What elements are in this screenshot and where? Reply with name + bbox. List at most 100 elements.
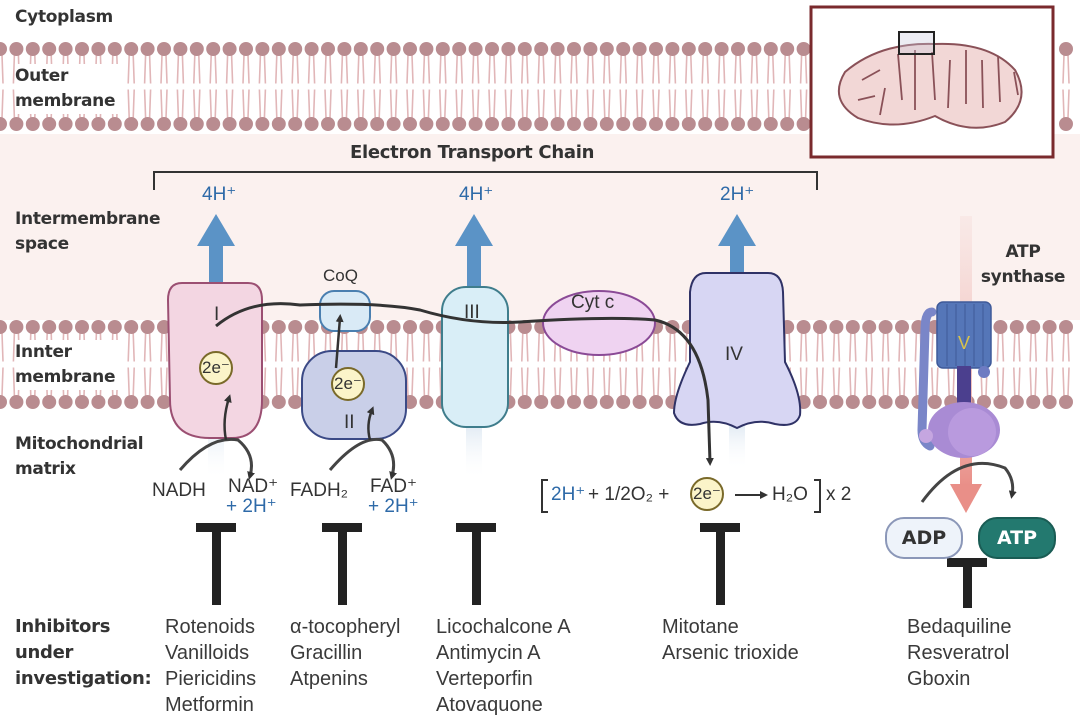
- inhibitor-item: Gboxin: [907, 668, 971, 690]
- lipid-head: [895, 395, 909, 409]
- lipid-head: [140, 395, 155, 409]
- lipid-head: [0, 117, 7, 131]
- atp-synthase-label-line1: ATP: [1005, 242, 1041, 262]
- cytochrome-c: [542, 290, 656, 356]
- proton-arrow-complex-III: [455, 214, 493, 294]
- coq: [319, 290, 371, 332]
- inhibitor-list-complex-V: Bedaquiline Resveratrol Gboxin: [907, 614, 1012, 692]
- atp-pill: ATP: [978, 517, 1056, 559]
- electron-label-complex-II: 2e⁻: [334, 374, 362, 393]
- lipid-head: [189, 117, 204, 131]
- coq-label: CoQ: [323, 266, 358, 285]
- complex-II-label: II: [344, 412, 355, 433]
- oxygen-eq-protons: 2H⁺: [551, 484, 586, 505]
- lipid-head: [878, 395, 893, 409]
- lipid-head: [829, 320, 844, 334]
- inhibitor-bar-complex-II: [322, 523, 362, 605]
- lipid-head: [157, 117, 171, 131]
- proton-label-complex-IV: 2H⁺: [720, 184, 755, 205]
- lipid-head: [107, 117, 122, 131]
- lipid-head: [304, 42, 319, 56]
- lipid-head: [534, 42, 549, 56]
- lipid-head: [534, 395, 549, 409]
- label-matrix-line2: matrix: [15, 459, 76, 479]
- lipid-head: [271, 320, 286, 334]
- lipid-head: [1026, 320, 1041, 334]
- lipid-head: [370, 42, 385, 56]
- lipid-head: [895, 320, 909, 334]
- lipid-head: [42, 117, 57, 131]
- lipid-head: [370, 320, 385, 334]
- electron-carrier-complex-II: [331, 367, 365, 401]
- nadh-label: NADH: [152, 480, 206, 501]
- atp-synthase: [917, 301, 1000, 458]
- electron-label-oxygen: 2e⁻: [693, 484, 721, 503]
- lipid-head: [862, 320, 877, 334]
- nadh-input-arrow: [178, 437, 255, 480]
- lipid-head: [386, 42, 401, 56]
- inhibitors-heading: Inhibitors under investigation:: [15, 614, 152, 692]
- lipid-head: [993, 395, 1008, 409]
- lipid-head: [42, 42, 57, 56]
- lipid-head: [9, 42, 24, 56]
- complex-I-label: I: [214, 304, 220, 325]
- proton-label-complex-III: 4H⁺: [459, 184, 494, 205]
- lipid-head: [845, 320, 860, 334]
- inhibitor-item: Resveratrol: [907, 642, 1010, 664]
- lipid-head: [124, 395, 139, 409]
- lipid-head: [485, 42, 499, 56]
- nadh-to-electron-arrow: [223, 394, 232, 441]
- inhibitors-heading-line1: Inhibitors: [15, 616, 111, 637]
- lipid-head: [58, 320, 73, 334]
- lipid-head: [157, 395, 171, 409]
- lipid-head: [435, 42, 450, 56]
- inhibitor-bar-complex-IV: [700, 523, 740, 605]
- label-cytoplasm: Cytoplasm: [15, 7, 113, 27]
- inhibitor-item: Piericidins: [165, 668, 257, 690]
- lipid-head: [288, 320, 303, 334]
- lipid-head: [255, 42, 270, 56]
- inhibitor-item: Vanilloids: [165, 642, 250, 664]
- complex-III-label: III: [464, 302, 480, 323]
- lipid-head: [452, 117, 467, 131]
- atp-synthase-label: ATP synthase: [980, 240, 1066, 290]
- complex-V-label: V: [958, 333, 971, 353]
- lipid-head: [419, 117, 434, 131]
- electron-label-complex-I: 2e⁻: [202, 358, 230, 377]
- lipid-head: [517, 42, 532, 56]
- lipid-head: [599, 117, 614, 131]
- lipid-head: [485, 117, 499, 131]
- lipid-head: [829, 395, 844, 409]
- lipid-head: [583, 395, 598, 409]
- lipid-head: [550, 117, 565, 131]
- fadh2-to-electron-arrow: [366, 406, 375, 441]
- lipid-head: [386, 117, 401, 131]
- label-matrix-line1: Mitochondrial: [15, 434, 144, 454]
- lipid-head: [550, 395, 565, 409]
- lipid-head: [403, 320, 417, 334]
- lipid-head: [632, 117, 647, 131]
- inhibitor-bar-complex-V: [947, 558, 987, 608]
- fad-label: FAD⁺: [370, 476, 417, 497]
- lipid-head: [304, 320, 319, 334]
- complex-IV-label: IV: [725, 344, 743, 365]
- lipid-head: [206, 42, 221, 56]
- lipid-head: [58, 117, 73, 131]
- lipid-tails: [1, 332, 1070, 397]
- lipid-head: [107, 42, 122, 56]
- lipid-head: [796, 42, 811, 56]
- lipid-head: [763, 117, 778, 131]
- lipid-head: [321, 117, 335, 131]
- lipid-head: [9, 320, 24, 334]
- lipid-head: [206, 117, 221, 131]
- inhibitor-item: Mitotane: [662, 616, 739, 638]
- lipid-head: [780, 42, 795, 56]
- lipid-head: [288, 117, 303, 131]
- outer-membrane: [0, 42, 1073, 131]
- lipid-head: [140, 320, 155, 334]
- oxygen-eq-multiplier: x 2: [826, 484, 852, 505]
- inhibitor-bar-complex-I: [196, 523, 236, 605]
- lipid-head: [567, 117, 581, 131]
- lipid-head: [813, 320, 827, 334]
- etc-title: Electron Transport Chain: [350, 142, 595, 163]
